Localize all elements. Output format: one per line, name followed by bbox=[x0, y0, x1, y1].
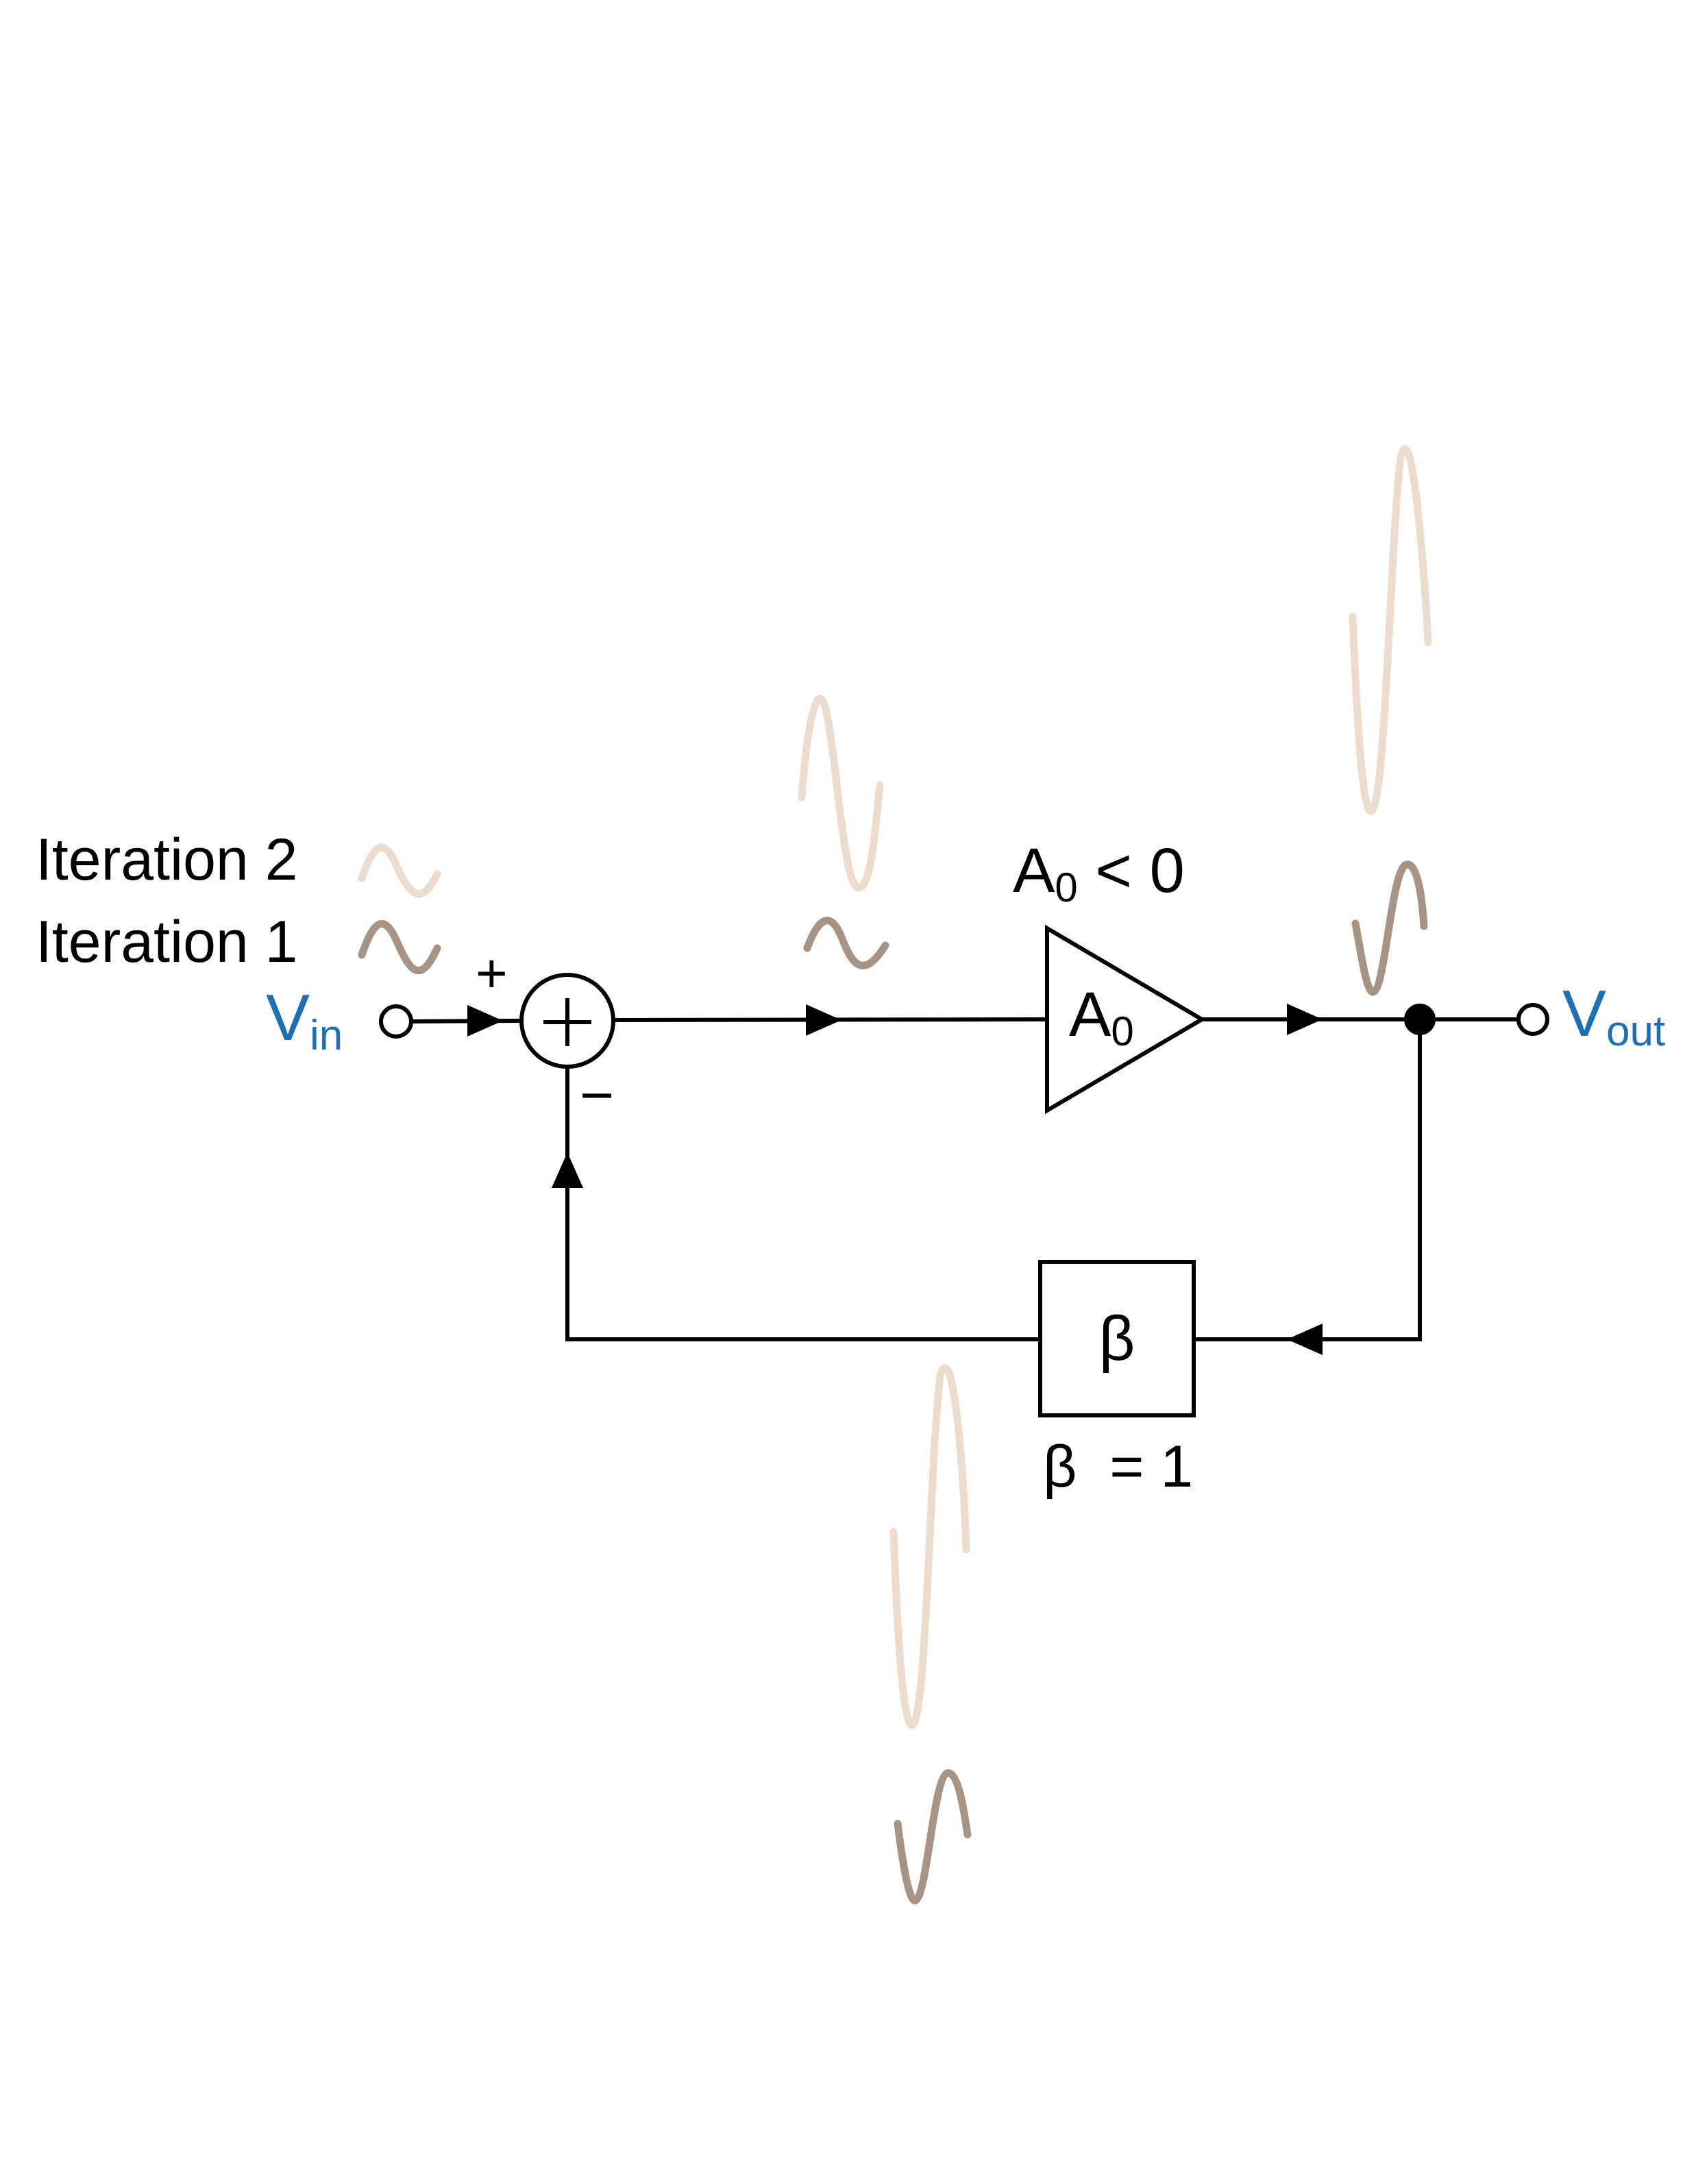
input-label: Vin bbox=[266, 981, 343, 1059]
output-subscript: out bbox=[1606, 1008, 1665, 1055]
legend: Iteration 2 Iteration 1 bbox=[36, 827, 441, 975]
input-terminal bbox=[379, 1004, 413, 1039]
beta-symbol: β bbox=[1099, 1304, 1135, 1374]
legend-label-iteration-2: Iteration 2 bbox=[36, 827, 297, 893]
amplifier-condition-subscript: 0 bbox=[1055, 865, 1077, 910]
wave-iteration-1-feedback bbox=[894, 1769, 972, 1904]
amplifier-symbol: A bbox=[1069, 980, 1111, 1050]
amplifier-condition-rest: < 0 bbox=[1078, 836, 1185, 906]
amplifier-triangle bbox=[1045, 924, 1206, 1115]
amplifier-condition: A0 < 0 bbox=[1013, 836, 1185, 910]
iteration-2-waveforms bbox=[798, 445, 1432, 1729]
feedback-block: β β = 1 bbox=[1038, 1260, 1196, 1500]
output-port: Vout bbox=[1404, 977, 1665, 1055]
legend-swatch-iteration-2 bbox=[358, 843, 441, 898]
legend-label-iteration-1: Iteration 1 bbox=[36, 909, 297, 975]
input-symbol: V bbox=[266, 981, 310, 1054]
summer-plus-sign: + bbox=[476, 943, 508, 1004]
amplifier-label: A0 bbox=[1069, 980, 1134, 1054]
arrow-amplifier-output bbox=[1287, 1004, 1323, 1035]
arrow-feedback-path bbox=[1287, 1324, 1323, 1355]
wave-iteration-2-feedback bbox=[889, 1364, 970, 1729]
iteration-1-waveforms bbox=[803, 860, 1428, 1904]
output-junction-dot bbox=[1404, 1004, 1436, 1035]
amplifier: A0 A0 < 0 bbox=[1013, 836, 1206, 1115]
output-label: Vout bbox=[1562, 977, 1665, 1055]
flow-arrows bbox=[467, 1004, 1323, 1355]
wave-iteration-1-output bbox=[1351, 860, 1428, 996]
summer-minus-sign: − bbox=[580, 1063, 614, 1128]
wave-iteration-2-error-signal bbox=[798, 695, 884, 892]
arrow-error-signal bbox=[806, 1004, 841, 1036]
beta-condition: β = 1 bbox=[1043, 1434, 1193, 1500]
summing-junction: + − bbox=[476, 943, 615, 1128]
input-subscript: in bbox=[310, 1012, 343, 1059]
wave-iteration-2-output bbox=[1349, 445, 1432, 815]
wave-iteration-1-error-signal bbox=[803, 917, 889, 969]
arrow-input bbox=[467, 1005, 503, 1037]
amplifier-condition-symbol: A bbox=[1013, 836, 1055, 906]
output-symbol: V bbox=[1562, 977, 1606, 1050]
output-terminal bbox=[1516, 1003, 1549, 1036]
input-port: Vin bbox=[266, 981, 413, 1059]
amplifier-subscript: 0 bbox=[1111, 1008, 1133, 1054]
beta-box bbox=[1038, 1260, 1196, 1417]
legend-swatch-iteration-1 bbox=[358, 920, 441, 975]
arrow-feedback-up bbox=[552, 1152, 583, 1188]
